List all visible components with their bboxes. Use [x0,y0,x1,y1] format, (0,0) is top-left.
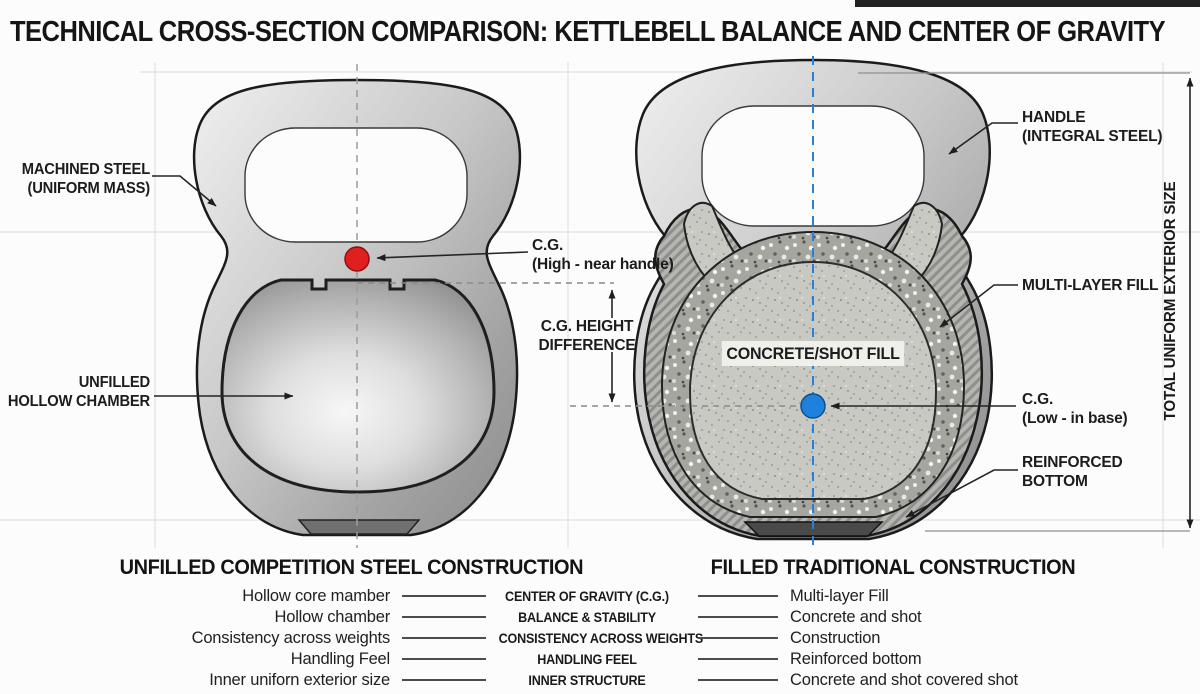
row-category: BALANCE & STABILITY [518,610,656,625]
comparison-row: Hollow chamber BALANCE & STABILITY Concr… [0,607,1200,628]
left-construction-header: UNFILLED COMPETITION STEEL CONSTRUCTION [119,556,584,579]
left-base-pad [297,519,421,535]
right-construction-header: FILLED TRADITIONAL CONSTRUCTION [710,556,1076,579]
reinforced-bottom-leader [905,469,1018,518]
row-left-connector [402,637,486,639]
row-right-value: Concrete and shot covered shot [790,671,1018,689]
label-cg-low: C.G. (Low - in base) [1022,391,1128,427]
row-left-connector [402,658,486,660]
comparison-row: Inner uniforn exterior size INNER STRUCT… [0,670,1200,691]
row-right-connector [698,658,778,660]
row-left-value: Hollow core mamber [242,587,390,605]
label-cg-height-difference: C.G. HEIGHT DIFFERENCE [538,318,636,354]
comparison-row: Hollow core mamber CENTER OF GRAVITY (C.… [0,586,1200,607]
row-category: CENTER OF GRAVITY (C.G.) [505,589,669,604]
label-multi-layer-fill: MULTI-LAYER FILL [1022,277,1159,294]
background-gridlines [0,62,1200,548]
cg-low-marker [800,393,826,419]
row-left-value: Consistency across weights [191,629,391,647]
annotation-lines [152,72,1194,532]
row-category: HANDLING FEEL [537,652,637,667]
left-hollow-chamber [220,278,496,494]
row-left-connector [402,616,486,618]
row-left-connector [402,595,486,597]
label-total-uniform-exterior-size: TOTAL UNIFORM EXTERIOR SIZE [1162,181,1179,421]
handle-leader [948,122,1018,155]
label-concrete-shot-fill: CONCRETE/SHOT FILL [721,341,905,366]
label-unfilled-hollow-chamber: UNFILLED HOLLOW CHAMBER [7,374,150,410]
row-category: INNER STRUCTURE [528,673,646,688]
row-right-value: Construction [790,629,881,647]
row-left-value: Inner uniforn exterior size [209,671,390,689]
machined-steel-leader [152,175,217,207]
comparison-row: Consistency across weights CONSISTENCY A… [0,628,1200,649]
row-left-value: Hollow chamber [274,608,391,626]
row-right-value: Concrete and shot [790,608,922,626]
left-kettlebell-cross-section [192,64,522,548]
page-title: TECHNICAL CROSS-SECTION COMPARISON: KETT… [10,16,1166,48]
row-left-connector [402,679,486,681]
row-right-value: Multi-layer Fill [790,587,889,605]
label-cg-high: C.G. (High - near handle) [532,237,674,273]
left-handle-window [244,127,468,243]
label-machined-steel: MACHINED STEEL (UNIFORM MASS) [21,161,150,197]
row-right-value: Reinforced bottom [790,650,922,668]
row-left-value: Handling Feel [290,650,390,668]
cg-high-leader [376,251,529,262]
row-right-connector [698,595,778,597]
label-handle-integral-steel: HANDLE (INTEGRAL STEEL) [1022,109,1163,145]
row-right-connector [698,637,778,639]
row-right-connector [698,679,778,681]
cg-high-marker [344,246,370,272]
row-category: CONSISTENCY ACROSS WEIGHTS [498,631,704,646]
comparison-row: Handling Feel HANDLING FEEL Reinforced b… [0,649,1200,670]
label-reinforced-bottom: REINFORCED BOTTOM [1022,454,1123,490]
row-right-connector [698,616,778,618]
right-kettlebell-cross-section [633,56,993,548]
top-right-bar [855,0,1200,7]
multi-layer-leader [939,284,1018,328]
